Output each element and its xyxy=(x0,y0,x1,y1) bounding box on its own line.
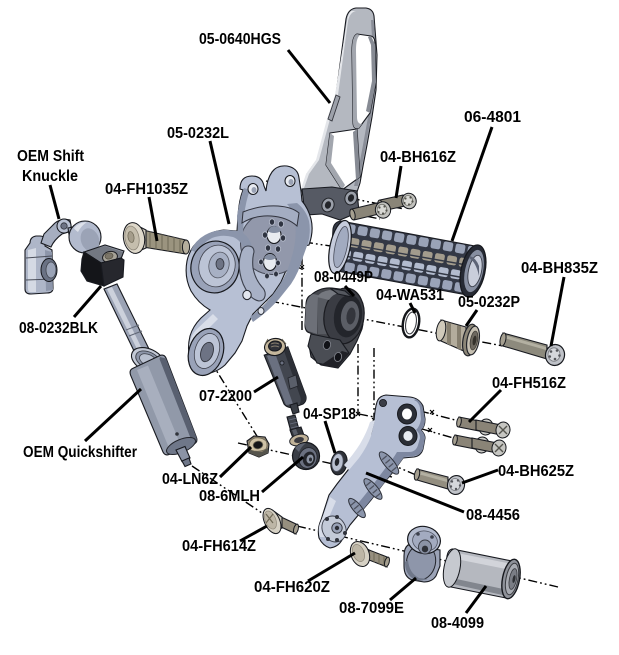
svg-text:07-2200: 07-2200 xyxy=(199,388,252,405)
svg-text:04-WA531: 04-WA531 xyxy=(376,287,444,304)
svg-text:05-0232P: 05-0232P xyxy=(458,294,520,311)
svg-text:OEM Shift: OEM Shift xyxy=(17,148,84,165)
svg-text:04-BH625Z: 04-BH625Z xyxy=(498,463,574,480)
svg-text:08-0232BLK: 08-0232BLK xyxy=(19,320,99,337)
svg-text:08-7099E: 08-7099E xyxy=(339,600,404,617)
svg-text:04-BH616Z: 04-BH616Z xyxy=(380,149,456,166)
svg-text:04-FH620Z: 04-FH620Z xyxy=(254,579,331,596)
svg-text:08-0449P: 08-0449P xyxy=(314,269,373,286)
svg-text:04-FH614Z: 04-FH614Z xyxy=(182,538,256,555)
svg-text:05-0232L: 05-0232L xyxy=(167,125,229,142)
svg-text:08-4456: 08-4456 xyxy=(466,507,520,524)
svg-text:OEM Quickshifter: OEM Quickshifter xyxy=(23,444,137,461)
svg-text:04-FH1035Z: 04-FH1035Z xyxy=(105,181,189,198)
svg-text:04-SP18: 04-SP18 xyxy=(303,406,356,423)
svg-text:04-LN6Z: 04-LN6Z xyxy=(162,471,218,488)
svg-text:04-BH835Z: 04-BH835Z xyxy=(521,260,599,277)
svg-text:06-4801: 06-4801 xyxy=(464,109,521,126)
svg-text:08-4099: 08-4099 xyxy=(431,615,484,632)
svg-text:04-FH516Z: 04-FH516Z xyxy=(492,375,566,392)
svg-text:Knuckle: Knuckle xyxy=(22,168,78,185)
svg-text:08-6MLH: 08-6MLH xyxy=(199,488,260,505)
svg-text:05-0640HGS: 05-0640HGS xyxy=(199,31,281,48)
